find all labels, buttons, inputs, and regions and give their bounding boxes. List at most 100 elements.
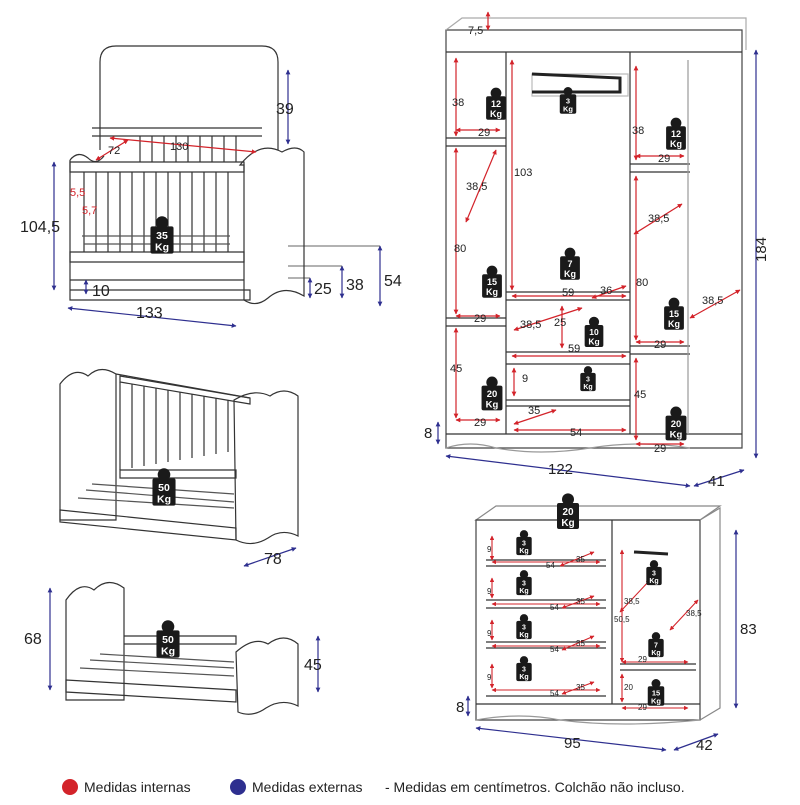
dresser-d3-d-label: 35 — [576, 639, 585, 648]
dresser-drawer2-weight-tag: 3Kg — [516, 570, 532, 596]
dresser-shelf-w2-label: 29 — [638, 703, 647, 712]
wardrobe-right-low-h-label: 45 — [634, 389, 646, 401]
wardrobe-right-mid-w-label: 29 — [654, 339, 666, 351]
weight-unit: Kg — [486, 400, 499, 411]
weight-value: 3 — [652, 570, 656, 577]
weight-unit: Kg — [563, 105, 573, 114]
weight-body — [580, 372, 596, 392]
wardrobe-labels: 7,5 38 29 103 38,5 80 29 59 36 38,5 25 5… — [450, 25, 723, 455]
wardrobe-small-drawer-weight-tag: 3Kg — [580, 366, 596, 392]
wardrobe-drawer-h-label: 25 — [554, 317, 566, 329]
wardrobe-left-mid-w-label: 29 — [474, 313, 486, 325]
weight-value: 20 — [487, 389, 498, 400]
wardrobe-hanging-h-label: 103 — [514, 167, 532, 179]
weight-unit: Kg — [519, 588, 528, 595]
wardrobe-width-label: 122 — [548, 461, 573, 478]
junior-bed-footboard-label: 45 — [304, 657, 322, 674]
weight-value: 15 — [669, 309, 679, 319]
weight-ring-icon — [649, 560, 659, 569]
junior-bed-drawing — [65, 581, 299, 715]
legend-internal-text: Medidas internas — [84, 779, 191, 795]
weight-ring-icon — [519, 656, 529, 665]
weight-unit: Kg — [670, 430, 683, 441]
weight-unit: Kg — [583, 384, 592, 391]
weight-body — [486, 96, 506, 120]
dresser-d1-d-label: 35 — [576, 555, 585, 564]
weight-value: 3 — [522, 666, 526, 673]
wardrobe-internal-dimensions — [453, 11, 741, 447]
wardrobe-top-label: 7,5 — [468, 25, 483, 37]
dresser-drawer4-weight-tag: 3Kg — [516, 656, 532, 682]
crib-inner-width-label: 130 — [170, 141, 188, 153]
weight-unit: Kg — [155, 242, 169, 254]
weight-value: 12 — [491, 99, 501, 109]
crib-drawing — [69, 45, 305, 305]
dresser-external-dimensions — [465, 529, 739, 752]
dresser-d4-d-label: 35 — [576, 683, 585, 692]
weight-unit: Kg — [649, 578, 658, 585]
weight-ring-icon — [562, 493, 574, 506]
crib-floor-gap-label: 10 — [92, 283, 110, 300]
weight-unit: Kg — [561, 518, 574, 529]
weight-ring-icon — [490, 87, 502, 99]
wardrobe-left-low-h-label: 45 — [450, 363, 462, 375]
weight-body — [516, 662, 532, 682]
wardrobe-drawer-d-label: 38,5 — [520, 319, 541, 331]
dresser-door-h-label: 38,5 — [624, 597, 640, 606]
dresser-shelf-w-label: 29 — [638, 655, 647, 664]
wardrobe-drawing — [445, 17, 747, 453]
weight-ring-icon — [161, 620, 175, 633]
crib-drawer-h-label: 25 — [314, 281, 332, 298]
weight-ring-icon — [155, 216, 169, 229]
weight-unit: Kg — [519, 548, 528, 555]
dresser-shelf-h-label: 20 — [624, 683, 633, 692]
wardrobe-left-mid-d-label: 38,5 — [466, 181, 487, 193]
dresser-ext-labels: 83 95 42 8 — [456, 621, 757, 754]
weight-value: 15 — [487, 277, 497, 287]
weight-unit: Kg — [670, 139, 682, 149]
weight-value: 35 — [156, 230, 168, 242]
weight-ring-icon — [651, 679, 661, 689]
wardrobe-drawer-w-label: 59 — [568, 343, 580, 355]
weight-unit: Kg — [588, 337, 599, 347]
weight-tags: 35Kg50Kg50Kg3Kg12Kg12Kg7Kg15Kg15Kg10Kg3K… — [150, 87, 687, 706]
wardrobe-left-low-w-label: 29 — [474, 417, 486, 429]
weight-unit: Kg — [651, 650, 660, 657]
weight-body — [516, 536, 532, 556]
wardrobe-plinth-label: 8 — [424, 425, 432, 442]
weight-value: 3 — [522, 624, 526, 631]
weight-unit: Kg — [486, 287, 498, 297]
wardrobe-shelf-w-label: 59 — [562, 287, 574, 299]
dresser-drawer1-weight-tag: 3Kg — [516, 530, 532, 556]
crib-headboard-label: 39 — [276, 101, 294, 118]
legend: Medidas internas Medidas externas - Medi… — [62, 779, 685, 795]
wardrobe-left-mid-h-label: 80 — [454, 243, 466, 255]
wardrobe-right-mid-d-label: 38,5 — [648, 213, 669, 225]
weight-ring-icon — [519, 530, 529, 539]
weight-body — [664, 306, 684, 330]
wardrobe-small-drawer-w-label: 54 — [570, 427, 582, 439]
weight-ring-icon — [486, 265, 498, 277]
dresser-width-label: 95 — [564, 735, 581, 752]
dresser-internal-dimensions — [489, 535, 699, 711]
weight-value: 10 — [589, 327, 599, 337]
dresser-d3-h-label: 9 — [487, 629, 492, 638]
crib-side-h-label: 54 — [384, 273, 402, 290]
wardrobe-ext-labels: 184 122 41 8 — [424, 237, 770, 490]
weight-unit: Kg — [668, 319, 680, 329]
dresser-plinth-label: 8 — [456, 699, 464, 716]
wardrobe-height-label: 184 — [753, 237, 770, 262]
wardrobe-shelf-weight-tag: 7Kg — [560, 247, 580, 280]
weight-body — [156, 630, 180, 658]
dresser-door-inner-h-label: 50,5 — [614, 615, 630, 624]
weight-ring-icon — [670, 117, 682, 129]
